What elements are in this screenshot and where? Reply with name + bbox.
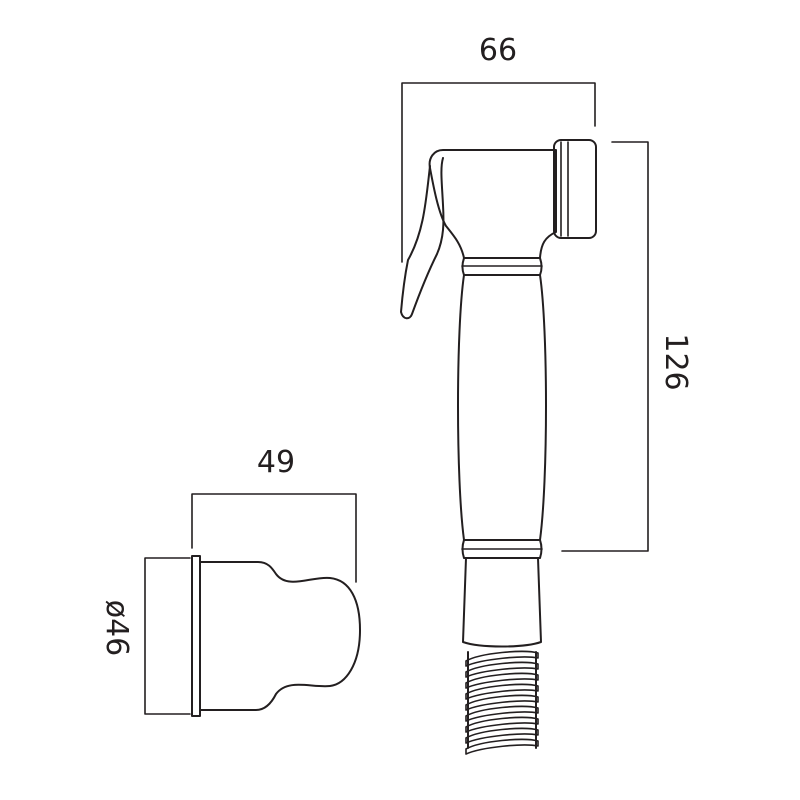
wall-holder [191,555,361,717]
holder-depth-dimension: 49 [191,445,357,583]
hose-coil [465,683,539,700]
width-dimension: 66 [401,33,596,263]
holder-diameter-dimension-line [144,557,191,715]
hose-coil [465,716,539,733]
hose-coil [465,727,539,744]
height-dimension: 126 [561,141,693,552]
flexible-hose [465,650,539,755]
holder-body [199,561,361,711]
spray-head-body [428,149,557,259]
hose-coils [465,650,539,755]
handle-grip [457,274,547,541]
hose-coil [465,661,539,678]
hose-coil [465,705,539,722]
hose-coil [465,672,539,689]
holder-diameter-dimension-label: ø46 [99,600,134,657]
holder-depth-dimension-label: 49 [257,445,295,480]
holder-flange [191,555,201,717]
height-dimension-label: 126 [658,333,693,390]
hose-coil [465,738,539,755]
width-dimension-label: 66 [479,33,517,68]
handle-lower-collar [461,539,543,559]
hose-coil [465,694,539,711]
spray-handle [457,257,547,648]
hose-connector [462,557,542,648]
spray-nozzle-ring [553,139,597,239]
hose-coil [465,650,539,667]
holder-depth-dimension-line [191,493,357,583]
spray-trigger-lever [400,157,445,320]
holder-diameter-dimension: ø46 [99,557,191,715]
width-dimension-line [401,82,596,263]
spray-head [400,139,597,320]
height-dimension-line [561,141,649,552]
